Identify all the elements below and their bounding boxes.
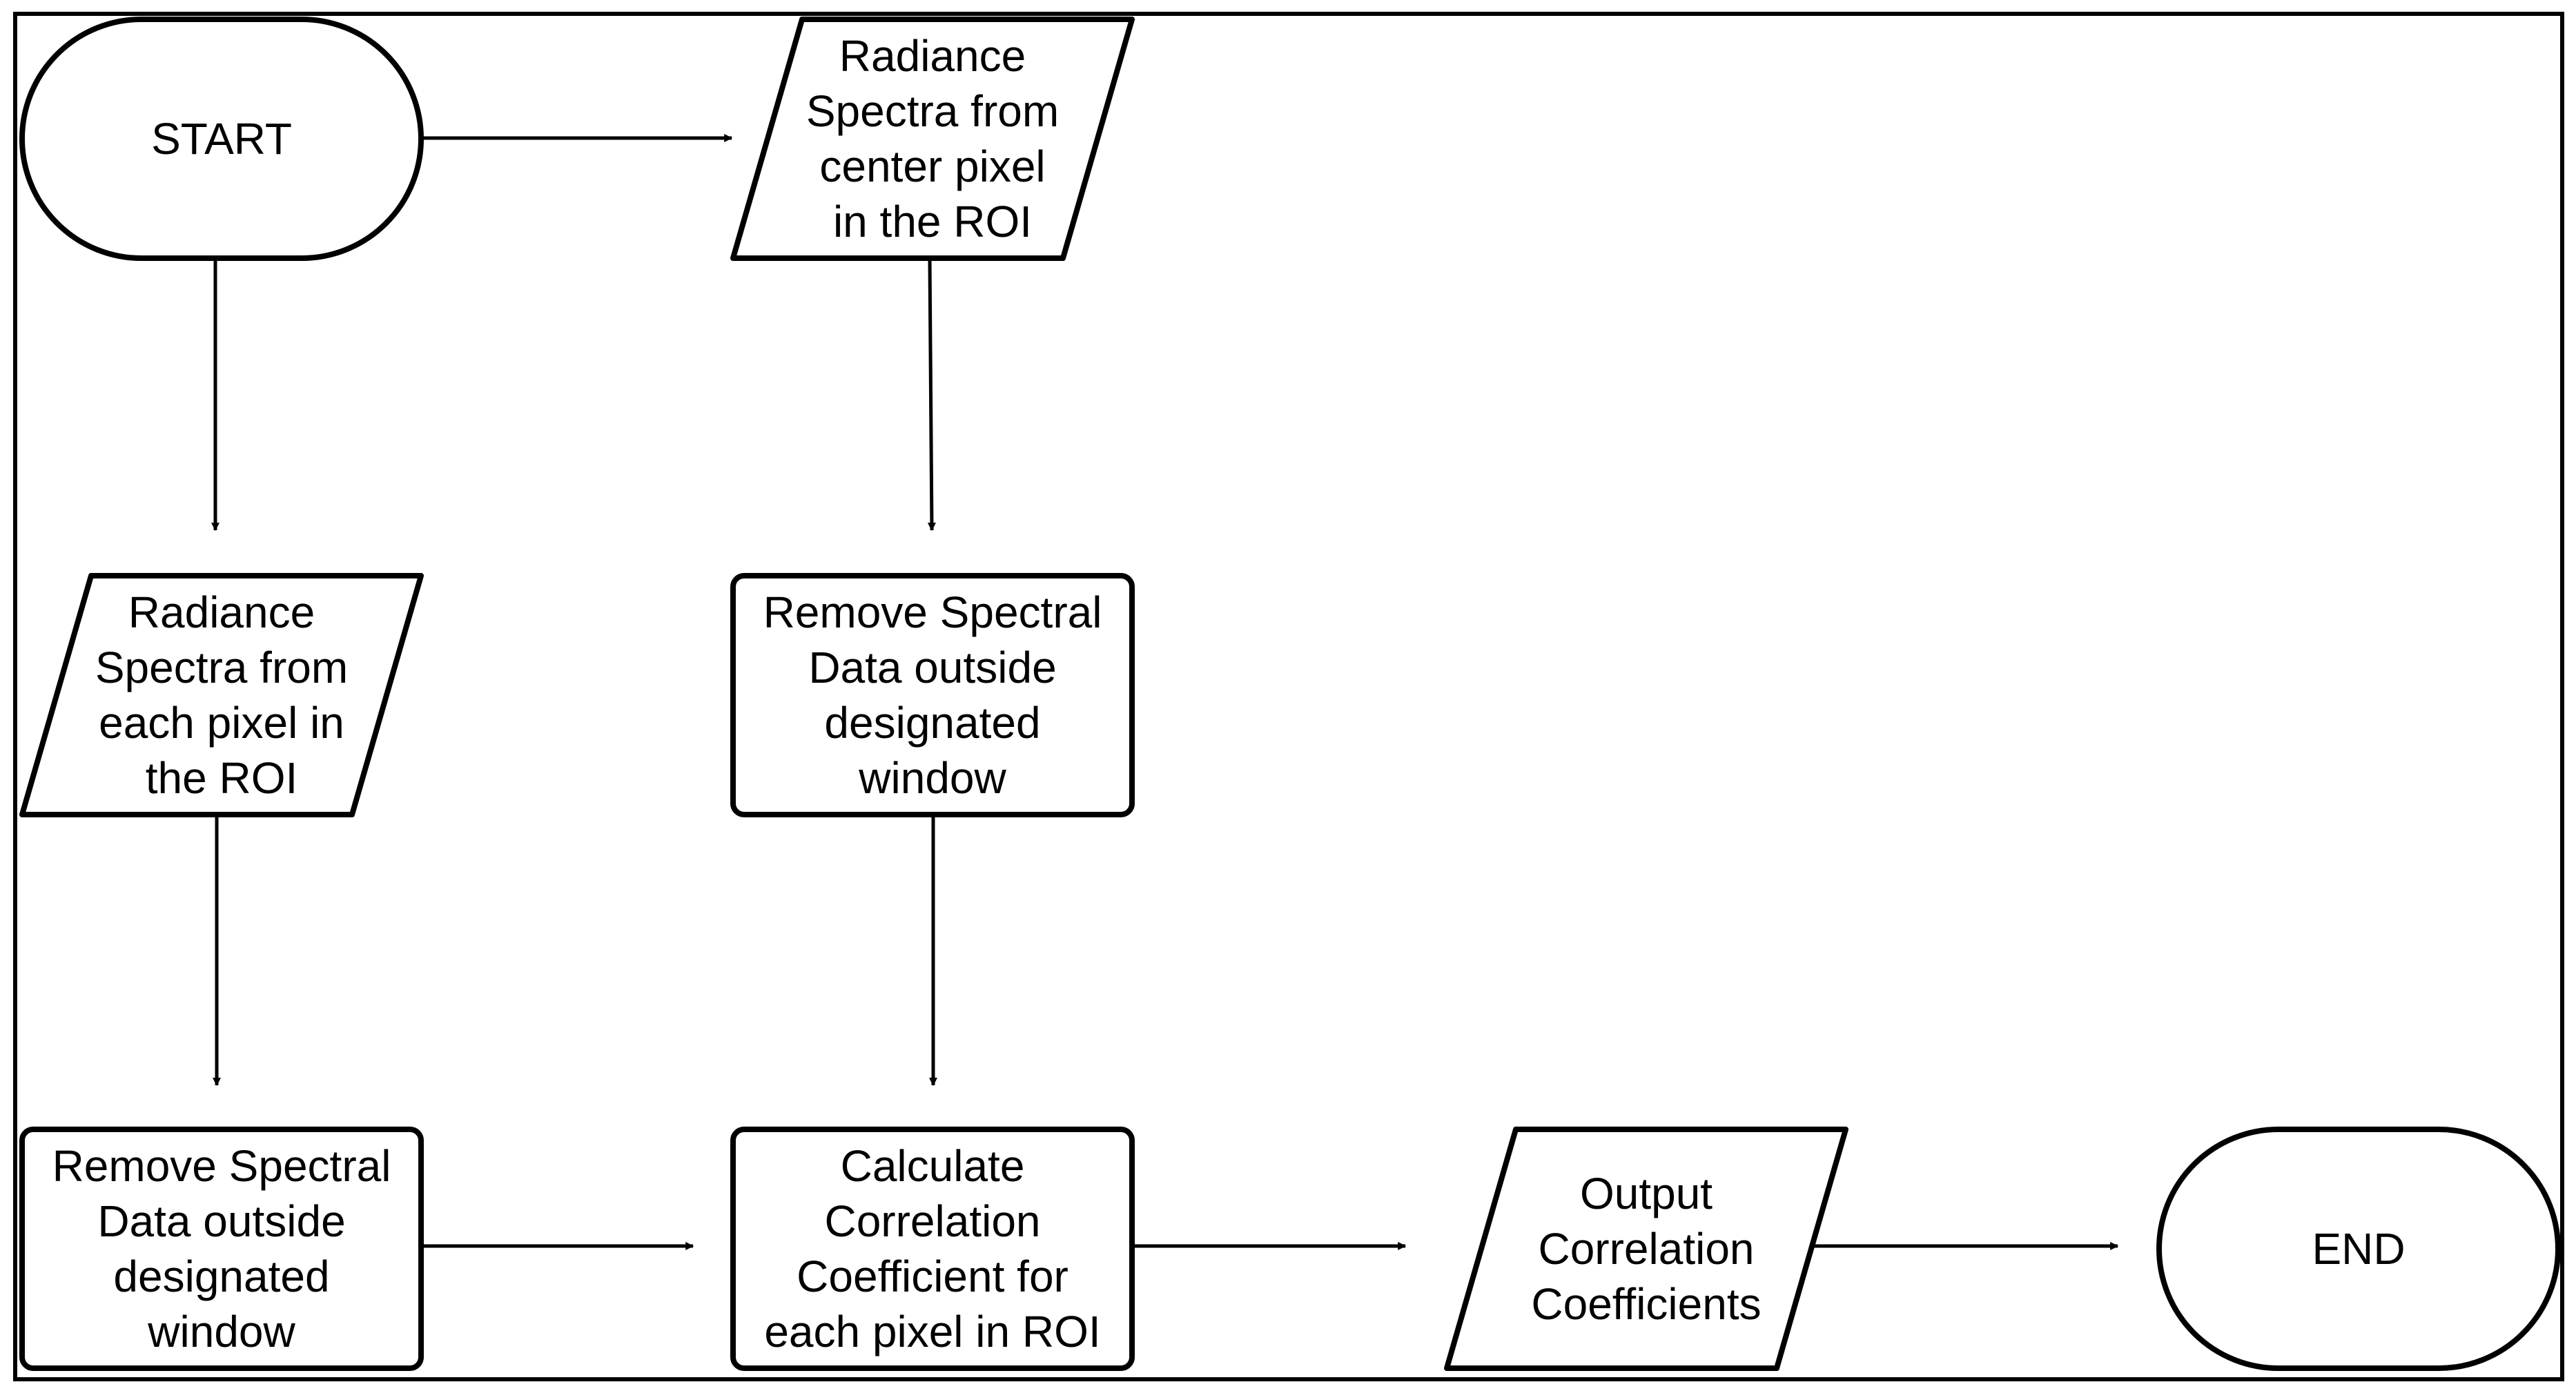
remove-center-label-line: Data outside (808, 643, 1056, 692)
remove-center-label-line: Remove Spectral (763, 587, 1102, 637)
output-label-line: Output (1580, 1169, 1713, 1218)
arrow-center-input-to-remove-center (927, 259, 936, 532)
remove-each-shape (19, 1127, 424, 1371)
remove-each-label-line: designated (113, 1252, 329, 1301)
center-input-label-line: Radiance (839, 31, 1026, 81)
node-start: START (19, 17, 424, 261)
each-input-shape (19, 573, 424, 817)
start-label-line: START (151, 114, 292, 164)
end-label: END (2312, 1224, 2405, 1274)
remove-each-label-line: window (147, 1307, 295, 1356)
remove-center-shape (730, 573, 1135, 817)
center-input-label-line: Spectra from (806, 86, 1059, 136)
center-input-label-line: in the ROI (833, 197, 1032, 246)
end-label-line: END (2312, 1224, 2405, 1274)
output-shape (1444, 1127, 1848, 1371)
each-input-label-line: Radiance (128, 587, 315, 637)
calculate-label-line: Coefficient for (797, 1252, 1069, 1301)
calculate-label-line: each pixel in ROI (764, 1307, 1100, 1356)
outer-frame (13, 12, 2564, 1381)
calculate-label-line: Calculate (841, 1141, 1025, 1191)
node-end: END (2156, 1127, 2561, 1371)
each-input-label-line: each pixel in (99, 698, 344, 748)
center-input-shape (730, 17, 1135, 261)
end-shape (2156, 1127, 2561, 1371)
connector-group (211, 134, 2119, 1250)
each-input-label-line: Spectra from (95, 643, 348, 692)
start-label: START (151, 114, 292, 164)
output-label-line: Coefficients (1531, 1279, 1761, 1329)
each-input-label-line: the ROI (146, 753, 298, 803)
output-label-line: Correlation (1538, 1224, 1754, 1274)
center-input-label-line: center pixel (819, 142, 1045, 191)
remove-each-label-line: Remove Spectral (52, 1141, 391, 1191)
calculate-label-line: Correlation (824, 1196, 1040, 1246)
remove-center-label-line: designated (824, 698, 1040, 748)
remove-each-label-line: Data outside (97, 1196, 345, 1246)
calculate-shape (730, 1127, 1135, 1371)
start-shape (19, 17, 424, 261)
remove-center-label-line: window (858, 753, 1006, 803)
